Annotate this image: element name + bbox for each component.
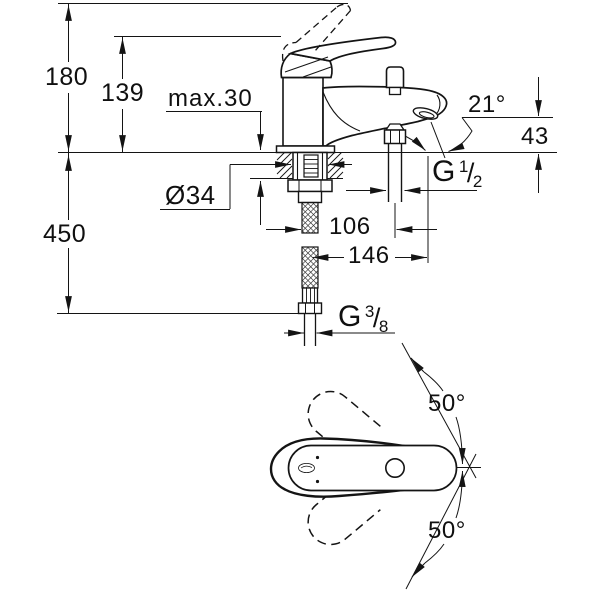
lever-plan-top-surface (287, 444, 458, 492)
faucet-body (282, 76, 324, 147)
dim-label-outlet-angle: 21° (468, 91, 506, 118)
thread-prefix: G (432, 155, 456, 188)
thread-slash: / (372, 303, 381, 333)
flexible-hose (301, 201, 319, 304)
diverter-button-plan (384, 457, 405, 478)
aerator-axis-line (430, 121, 446, 159)
threaded-shank (292, 151, 328, 181)
swivel-arc-upper (410, 357, 466, 465)
thread-denominator: 2 (472, 172, 483, 191)
mounting-nut (287, 179, 333, 204)
dim-label-shower-outlet-reach: 106 (329, 213, 371, 240)
spout (322, 85, 448, 147)
handle-plan-view (269, 342, 481, 590)
grohe-logo-mark (298, 462, 315, 473)
swivel-arc-lower (411, 470, 466, 578)
shower-outlet (383, 123, 407, 202)
thread-numerator: 3 (364, 302, 375, 321)
dim-label-max-mounting-thickness: max.30 (168, 85, 253, 112)
dim-label-spout-reach: 146 (348, 242, 390, 269)
dim-label-hole-diameter: Ø34 (165, 180, 216, 210)
diverter-knob (385, 66, 405, 96)
faucet-side-view (275, 3, 448, 346)
dim-label-height-to-lever: 139 (101, 79, 145, 107)
hose-connection-nut (297, 302, 323, 346)
thread-denominator: 8 (378, 317, 389, 336)
aerator (412, 107, 439, 120)
dim-label-height-total: 180 (45, 63, 89, 91)
lever-plan-dashed-lower (307, 474, 381, 546)
thread-slash: / (466, 158, 475, 188)
dim-label-swivel-upper: 50° (428, 390, 466, 417)
lever-handle-raised-dashed (281, 3, 352, 62)
base-plate (275, 145, 336, 154)
lever-handle (287, 36, 397, 62)
lever-plan-dashed-upper (307, 390, 381, 462)
dim-label-outlet-height: 43 (521, 123, 549, 150)
thread-prefix: G (338, 300, 362, 333)
thread-numerator: 1 (458, 157, 469, 176)
dim-label-swivel-lower: 50° (428, 517, 466, 544)
dim-label-hose-length: 450 (43, 220, 87, 248)
dimension-lines (65, 4, 542, 337)
mounting-deck-section (276, 152, 344, 179)
